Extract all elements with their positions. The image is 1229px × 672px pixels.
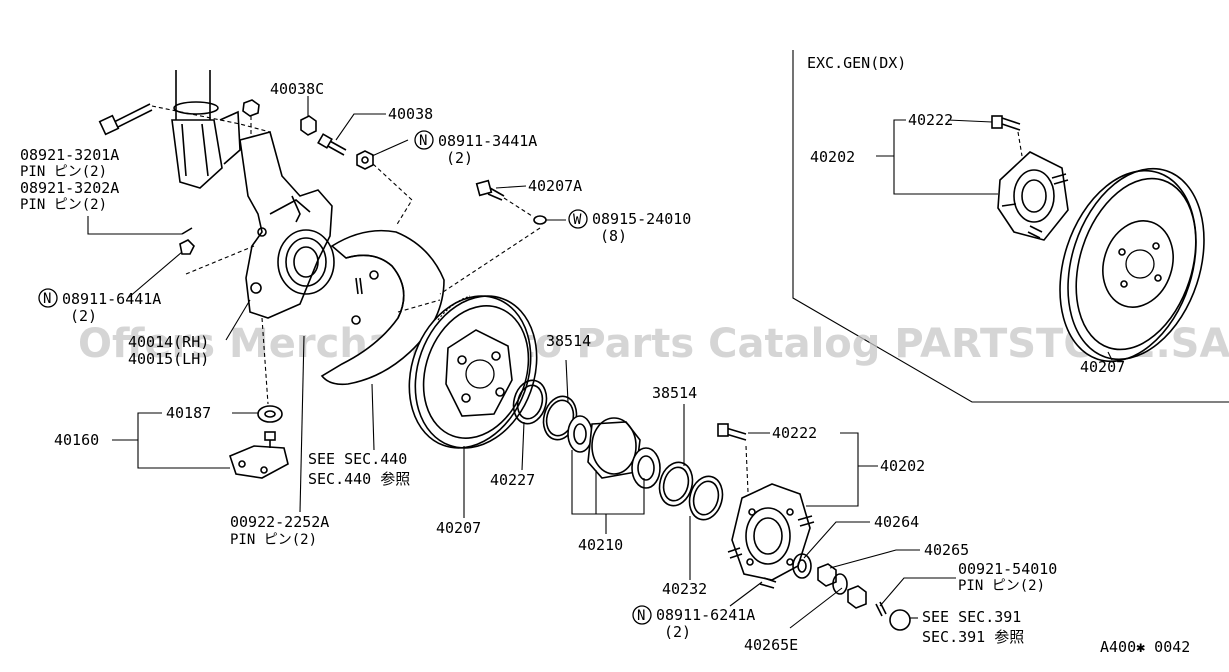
label-08915-24010-qty: (8)	[600, 227, 627, 245]
part-labels: 40038C 40038 08911-3441A (2) 08921-3201A…	[20, 80, 1190, 656]
label-40038: 40038	[388, 105, 433, 123]
label-pin-b: PIN ピン(2)	[20, 197, 107, 213]
label-08915-24010: 08915-24010	[592, 210, 691, 228]
strut-assembly	[98, 70, 271, 189]
label-38514-top: 38514	[546, 332, 591, 350]
inset-label-40222: 40222	[908, 111, 953, 129]
label-08911-3441a-qty: (2)	[446, 149, 473, 167]
inset-frame: EXC.GEN(DX)	[792, 50, 1229, 403]
watermark: Offers Merchant Auto Parts Catalog PARTS…	[78, 321, 1229, 367]
inset-hub-rotor	[991, 115, 1205, 363]
label-pin-c: PIN ピン(2)	[230, 532, 317, 548]
label-40207-mid: 40207	[436, 519, 481, 537]
label-00922-2252a: 00922-2252A	[230, 513, 329, 531]
bearing-stack	[512, 379, 724, 521]
dust-shield	[320, 229, 445, 386]
nut-symbol-2: N	[43, 291, 51, 307]
ball-joint	[229, 405, 289, 479]
steering-knuckle	[179, 131, 363, 405]
label-40265e: 40265E	[744, 636, 798, 654]
label-08921-3202a: 08921-3202A	[20, 179, 119, 197]
label-40232: 40232	[662, 580, 707, 598]
label-40210: 40210	[578, 536, 623, 554]
label-40038c: 40038C	[270, 80, 324, 98]
inset-label-40207: 40207	[1080, 358, 1125, 376]
label-40222: 40222	[772, 424, 817, 442]
label-40014: 40014(RH)	[128, 333, 209, 351]
label-see-sec-440: SEE SEC.440	[308, 450, 407, 468]
label-sec-391: SEC.391 参照	[922, 628, 1024, 646]
label-08911-6441a: 08911-6441A	[62, 290, 161, 308]
washer-symbol-1: W	[573, 212, 582, 228]
label-sec-440: SEC.440 参照	[308, 470, 410, 488]
hub-nut-set	[792, 553, 911, 631]
label-08921-3201a: 08921-3201A	[20, 146, 119, 164]
label-08911-6241a: 08911-6241A	[656, 606, 755, 624]
label-pin-a: PIN ピン(2)	[20, 164, 107, 180]
nut-symbol-1: N	[419, 133, 427, 149]
label-08911-3441a: 08911-3441A	[438, 132, 537, 150]
label-40202: 40202	[880, 457, 925, 475]
figure-code: A400✱ 0042	[1100, 638, 1190, 656]
inset-title: EXC.GEN(DX)	[807, 54, 906, 72]
leader-lines	[87, 113, 1113, 629]
brake-rotor	[408, 295, 538, 449]
wheel-hub	[717, 423, 815, 589]
label-40015: 40015(LH)	[128, 350, 209, 368]
label-38514-mid: 38514	[652, 384, 697, 402]
label-see-sec-391: SEE SEC.391	[922, 608, 1021, 626]
inset-label-40202: 40202	[810, 148, 855, 166]
label-40227: 40227	[490, 471, 535, 489]
label-40207a: 40207A	[528, 177, 582, 195]
label-40265: 40265	[924, 541, 969, 559]
label-40187: 40187	[166, 404, 211, 422]
bolt-40207a	[439, 179, 547, 295]
label-00921-54010: 00921-54010	[958, 560, 1057, 578]
label-08911-6241a-qty: (2)	[664, 623, 691, 641]
nut-symbol-3: N	[637, 608, 645, 624]
label-pin-d: PIN ピン(2)	[958, 578, 1045, 594]
top-fasteners	[300, 96, 413, 227]
label-40264: 40264	[874, 513, 919, 531]
symbol-markers: N W N N	[38, 130, 652, 625]
label-40160: 40160	[54, 431, 99, 449]
label-08911-6441a-qty: (2)	[70, 307, 97, 325]
